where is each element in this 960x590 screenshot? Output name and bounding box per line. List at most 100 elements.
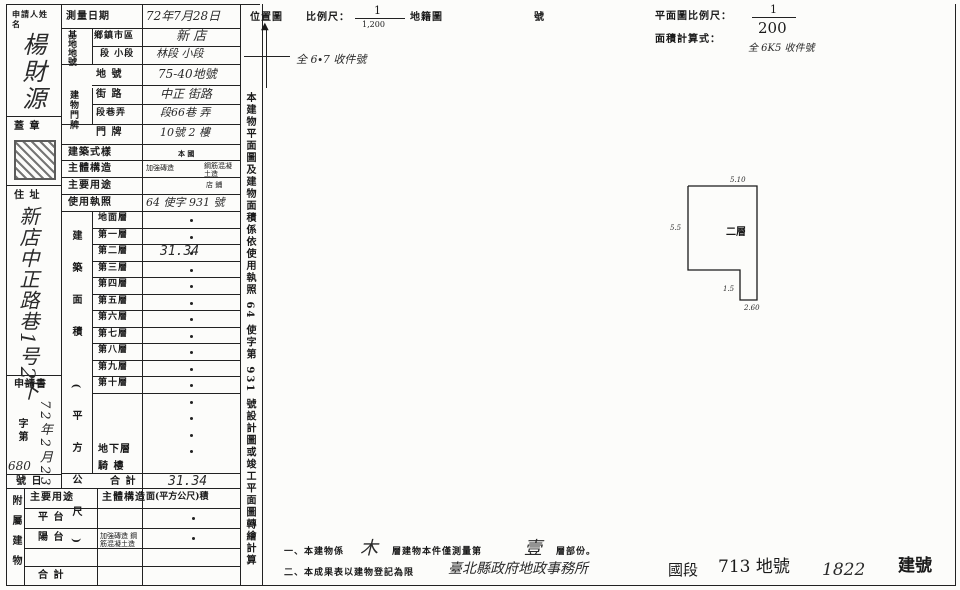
rule-annex-col2 — [97, 488, 98, 586]
license-value: 64 使字 931 號 — [146, 196, 225, 209]
application-date: 72年2月23 — [37, 400, 52, 489]
base-number-label: 基地地號 — [66, 30, 76, 66]
annex-dot-2 — [192, 537, 195, 540]
rule-row-2 — [92, 46, 240, 47]
plan-dim-step: 1.5 — [723, 285, 735, 293]
section-label: 段 小段 — [100, 49, 135, 59]
rule-annex-r2 — [24, 528, 240, 529]
scale-fraction-bar — [355, 18, 405, 19]
footer-note2: 二、本成果表以建物登記為限 — [284, 568, 415, 578]
floor-label: 第一層 — [98, 229, 129, 240]
cadastral-hao: 號 — [534, 12, 545, 23]
rule-annex-r1 — [24, 508, 240, 509]
door-value: 10號 2 樓 — [160, 126, 210, 139]
license-label: 使用執照 — [68, 197, 112, 208]
rule-annex-r4 — [24, 566, 240, 567]
application-hao-label: 號 日 — [16, 476, 43, 487]
floor-row-rule — [92, 376, 240, 377]
address-label: 住 址 — [14, 190, 41, 201]
divider-col-b — [142, 4, 143, 586]
structure-label: 主體構造 — [68, 163, 112, 174]
plan-dim-top: 5.10 — [730, 176, 746, 184]
rule-row-8 — [61, 160, 240, 161]
cadastral-label: 地籍圖 — [410, 12, 443, 23]
application-label: 申請書 — [14, 379, 47, 390]
location-crossline — [244, 56, 290, 57]
floor-area-dot — [190, 219, 193, 222]
plan-scale-bar — [752, 17, 796, 18]
scale-denominator: 1,200 — [362, 20, 385, 29]
footer-build-label: 建號 — [898, 556, 932, 576]
rule-row-4 — [92, 85, 240, 86]
rule-row-7 — [61, 144, 240, 145]
rule-row-5 — [92, 104, 240, 105]
floor-area-dot — [190, 400, 193, 404]
location-map-label: 位置圖 — [250, 12, 283, 23]
floor-row-rule — [92, 359, 240, 361]
footer-note1-b: 層建物本件僅測量第 — [392, 547, 483, 557]
rule-app-hao — [6, 474, 61, 475]
plan-room-label: 二層 — [726, 227, 746, 238]
style-label: 建築式樣 — [68, 147, 112, 158]
floor-area-dot — [190, 351, 193, 354]
annex-label: 附屬建物 — [10, 495, 21, 575]
floor-row-rule — [92, 227, 240, 229]
floor-row-rule — [92, 277, 240, 278]
floor-row-rule — [92, 244, 240, 245]
rule-row-11 — [61, 211, 240, 212]
floor-area-dot — [190, 285, 193, 288]
district-value: 新 店 — [176, 29, 207, 44]
floor-plan-outline — [687, 185, 758, 301]
frame-left — [6, 4, 7, 586]
floor-label: 第四層 — [98, 279, 129, 289]
frame-bottom — [6, 585, 956, 586]
door-label: 門 牌 — [96, 127, 123, 138]
seal-stamp — [14, 140, 56, 180]
footer-office: 臺北縣政府地政事務所 — [448, 561, 588, 577]
frame-top — [6, 4, 260, 5]
address-value: 新店中正路巷1号2下 — [16, 206, 40, 402]
area-group-label: 建築面積 (平方公尺) — [70, 230, 81, 565]
frame-right — [955, 4, 956, 586]
total-label: 合 計 — [110, 476, 137, 487]
floor-label: 第十層 — [98, 378, 129, 388]
floor-area-dot — [190, 268, 193, 272]
annex-usage-label: 主要用途 — [30, 492, 74, 503]
rule-seal-address — [6, 185, 61, 186]
floor-label: 第三層 — [98, 262, 129, 273]
survey-date-value: 72年7月28日 — [146, 9, 221, 23]
floor-row-rule — [92, 326, 240, 328]
applicant-label: 申請人姓名 — [12, 9, 48, 29]
seal-label: 蓋 章 — [14, 121, 41, 132]
footer-note1-c: 層部份。 — [556, 547, 597, 557]
survey-date-label: 測量日期 — [66, 11, 110, 22]
floor-area-dot — [190, 384, 193, 387]
floor-area-dot — [190, 318, 193, 321]
plan-scale-label: 平面圖比例尺： — [655, 11, 732, 22]
annex-row-total: 合 計 — [38, 570, 65, 581]
area-calc-value: 全 6K5 收件號 — [748, 43, 815, 54]
footer-note1-floor-total: 木 — [360, 538, 378, 559]
area-calc-label: 面積計算式： — [655, 34, 721, 45]
floor-label: 第二層 — [98, 246, 129, 256]
footer-note1-a: 一、本建物係 — [284, 547, 345, 557]
floor-label: 第五層 — [98, 295, 129, 306]
lane-label: 段巷弄 — [96, 108, 127, 118]
footer-land-no: 713 地號 — [718, 557, 790, 577]
floor-row-rule — [92, 392, 240, 394]
section-value: 林段 小段 — [156, 47, 204, 60]
annex-row-platform: 平 台 — [38, 512, 65, 523]
street-label: 街 路 — [96, 89, 123, 100]
mezzanine-label: 騎 樓 — [98, 461, 125, 472]
plan-dim-left: 5.5 — [670, 224, 682, 232]
floor-area-dot — [190, 417, 193, 420]
plan-dim-bottom: 2.60 — [744, 304, 760, 312]
floor-area-dot — [190, 235, 193, 239]
district-label: 鄉鎮市區 — [94, 31, 135, 41]
arrow-head-icon: ▲ — [261, 21, 269, 32]
application-number: 680 — [8, 459, 31, 473]
divider-table-right — [240, 4, 241, 586]
structure-value: 加強磚造 — [146, 164, 174, 172]
total-value: 31.34 — [168, 474, 208, 489]
floor-label: 第七層 — [98, 328, 129, 339]
